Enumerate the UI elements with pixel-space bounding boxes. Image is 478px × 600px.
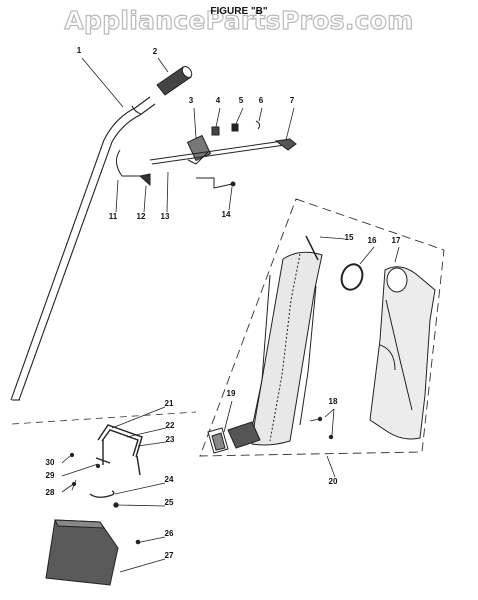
callout-21: 21	[165, 399, 174, 408]
callout-27: 27	[165, 551, 174, 560]
callout-23: 23	[166, 435, 175, 444]
callout-18: 18	[329, 397, 338, 406]
callout-7: 7	[290, 96, 295, 105]
bag-screws-part	[309, 416, 334, 440]
callout-17: 17	[392, 236, 401, 245]
callout-14: 14	[222, 210, 231, 219]
callout-6: 6	[259, 96, 264, 105]
handle-grip-part	[156, 66, 193, 96]
callout-26: 26	[165, 529, 174, 538]
outer-bag-part	[251, 235, 323, 446]
callout-30: 30	[46, 458, 55, 467]
spring-clip-part	[89, 490, 119, 508]
callout-3: 3	[189, 96, 194, 105]
callout-12: 12	[137, 212, 146, 221]
callout-25: 25	[165, 498, 174, 507]
figure-title: FIGURE "B"	[210, 6, 268, 17]
watermark-text: AppliancePartsPros.com	[64, 5, 414, 35]
callout-2: 2	[153, 47, 158, 56]
callout-4: 4	[216, 96, 221, 105]
section-divider-line	[11, 411, 197, 425]
callout-19: 19	[227, 389, 236, 398]
callout-1: 1	[77, 46, 82, 55]
gasket-ring-part	[340, 263, 364, 291]
callout-leader-lines	[61, 57, 400, 573]
callout-29: 29	[46, 471, 55, 480]
callout-11: 11	[109, 212, 118, 221]
callout-13: 13	[161, 212, 170, 221]
callout-5: 5	[239, 96, 244, 105]
bag-fitting-part	[207, 421, 261, 454]
callout-20: 20	[329, 477, 338, 486]
bag-assembly-boundary	[199, 198, 445, 457]
fastener-parts	[69, 452, 101, 491]
handle-tube-part	[10, 96, 156, 401]
switch-assembly	[116, 120, 297, 189]
callout-24: 24	[165, 475, 174, 484]
callout-15: 15	[345, 233, 354, 242]
bracket-assembly	[95, 424, 143, 476]
callout-16: 16	[368, 236, 377, 245]
callout-28: 28	[46, 488, 55, 497]
callout-22: 22	[166, 421, 175, 430]
inner-bag-part	[369, 266, 436, 440]
cover-part	[45, 519, 141, 586]
